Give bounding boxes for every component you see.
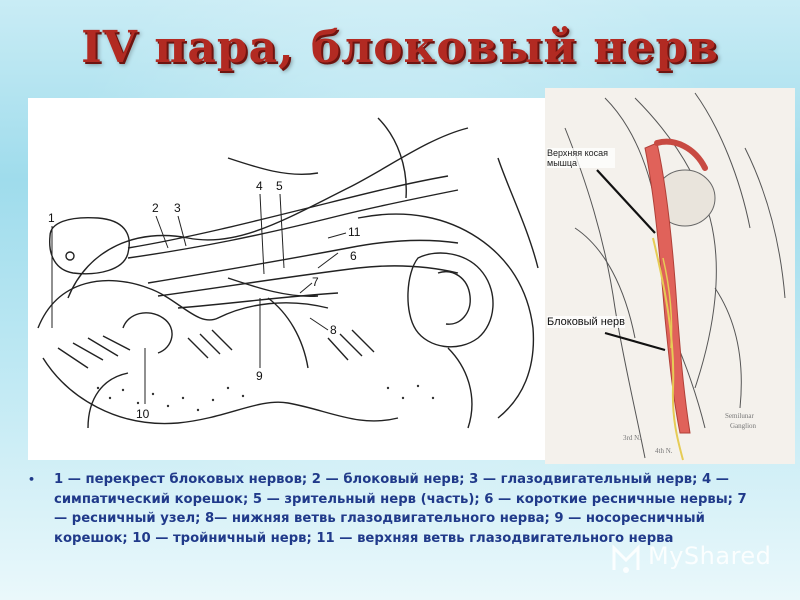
left-anatomy-drawing: 1 2 3 4 5 6 7 8 9 10 11 [37,117,539,429]
right-orbit-diagram: Semilunar Ganglion 3rd N. 4th N. Верхняя… [545,88,795,464]
svg-text:3rd N.: 3rd N. [623,434,641,442]
left-anatomy-diagram: 1 2 3 4 5 6 7 8 9 10 11 [28,98,558,460]
nerve-pointer-line [604,331,666,352]
watermark: MyShared [610,540,795,580]
bullet-icon: • [28,473,36,486]
label-8: 8 [330,323,337,337]
label-5: 5 [276,179,283,193]
label-6: 6 [350,249,357,263]
caption-text: 1 — перекрест блоковых нервов; 2 — блоко… [54,472,747,546]
caption-block: • 1 — перекрест блоковых нервов; 2 — бло… [28,470,748,548]
label-1: 1 [48,211,55,225]
svg-text:4th N.: 4th N. [655,447,673,455]
slide-title: IV пара, блоковый нерв [81,22,719,73]
watermark-text: MyShared [648,542,772,570]
label-3: 3 [174,201,181,215]
muscle-label: Верхняя косая мышца [547,148,615,168]
watermark-logo-icon [612,544,640,573]
right-orbit-drawing: Semilunar Ganglion 3rd N. 4th N. [545,88,795,464]
svg-text:Semilunar: Semilunar [725,412,754,420]
muscle-pointer-line [596,169,656,234]
label-10: 10 [136,407,150,421]
label-2: 2 [152,201,159,215]
label-11: 11 [348,225,361,239]
nerve-label: Блоковый нерв [547,316,625,328]
label-4: 4 [256,179,263,193]
label-7: 7 [312,275,319,289]
label-9: 9 [256,369,263,383]
svg-text:Ganglion: Ganglion [730,422,757,430]
